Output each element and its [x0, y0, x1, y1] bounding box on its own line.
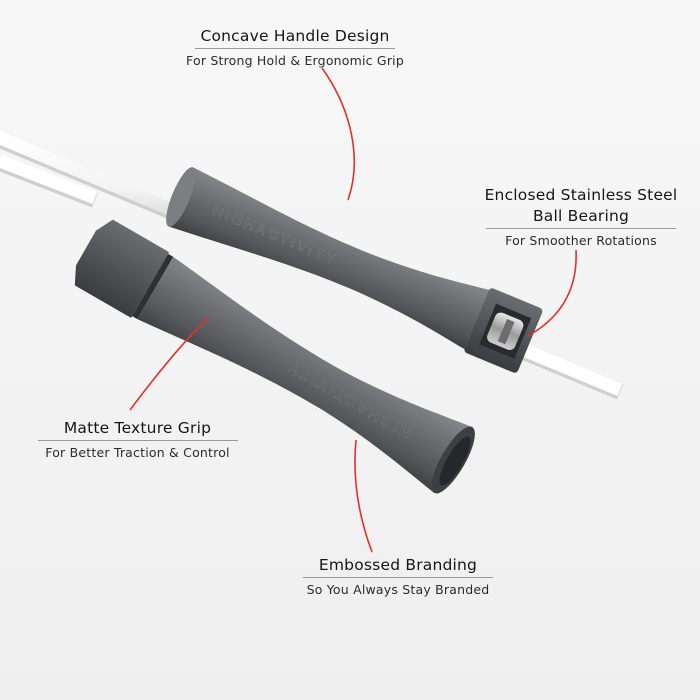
callout-branding: Embossed Branding So You Always Stay Bra… — [285, 555, 511, 598]
callout-matte-title: Matte Texture Grip — [63, 419, 212, 437]
callout-bearing: Enclosed Stainless Steel Ball Bearing Fo… — [466, 185, 696, 249]
leader-concave — [321, 67, 356, 201]
leader-branding — [354, 439, 373, 553]
rope-front — [0, 154, 98, 208]
callout-concave-rule — [195, 48, 395, 49]
handle-back: HIGHACTIVITY — [166, 167, 543, 373]
callout-bearing-title-2: Ball Bearing — [532, 207, 630, 225]
callout-concave: Concave Handle Design For Strong Hold & … — [170, 26, 420, 69]
leader-bearing — [527, 249, 577, 337]
callout-bearing-title-1: Enclosed Stainless Steel — [484, 186, 678, 204]
leader-matte — [129, 317, 209, 411]
leader-lines — [129, 67, 577, 553]
callout-bearing-rule — [486, 228, 676, 229]
callout-matte-subtitle: For Better Traction & Control — [45, 445, 230, 460]
callout-concave-subtitle: For Strong Hold & Ergonomic Grip — [186, 53, 404, 68]
callout-concave-title: Concave Handle Design — [200, 27, 390, 45]
callout-branding-title: Embossed Branding — [318, 556, 478, 574]
callout-bearing-subtitle: For Smoother Rotations — [505, 233, 657, 248]
callout-branding-rule — [303, 577, 493, 578]
callout-branding-subtitle: So You Always Stay Branded — [306, 582, 490, 597]
callout-matte-rule — [37, 440, 238, 441]
callout-matte: Matte Texture Grip For Better Traction &… — [25, 418, 250, 461]
